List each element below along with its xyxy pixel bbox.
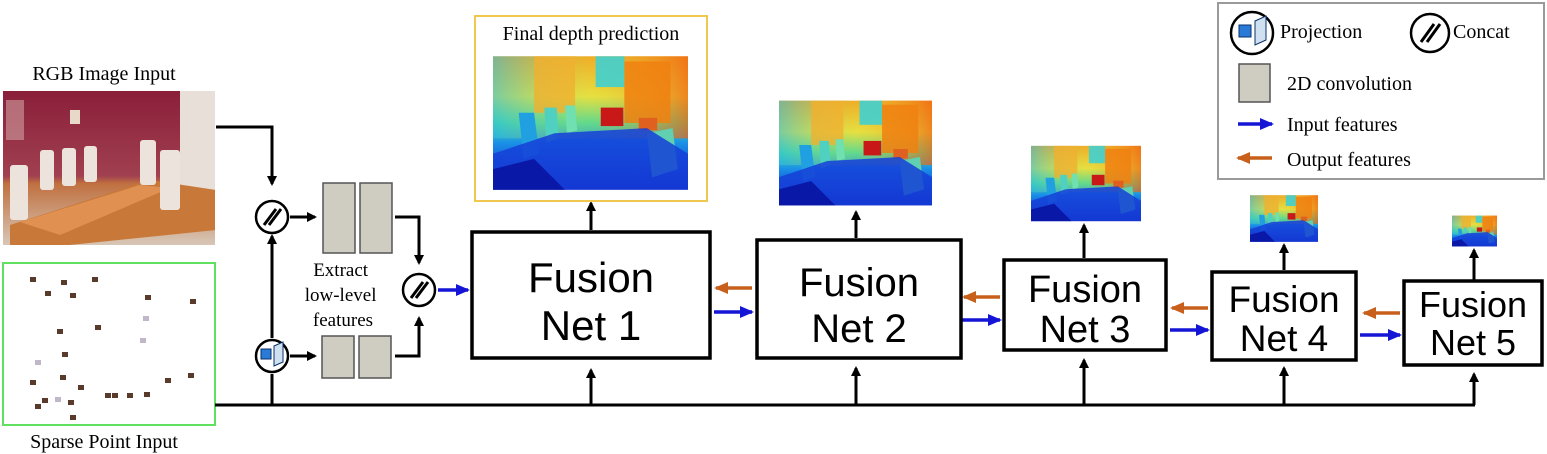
legend: Projection Concat 2D convolution Input f…: [1217, 2, 1545, 180]
rgb-input-label: RGB Image Input: [32, 63, 176, 85]
fusion-net-3-line2: Net 3: [1040, 309, 1131, 351]
fusion-net-2-line1: Fusion: [799, 261, 919, 305]
conv-blocks: [321, 182, 393, 379]
concat-icon: [1409, 12, 1451, 54]
fusion-net-2: Fusion Net 2: [755, 238, 963, 360]
output-feature-arrows: [714, 282, 1400, 319]
fusion-net-5: Fusion Net 5: [1402, 279, 1544, 367]
fusion-net-5-line1: Fusion: [1419, 284, 1527, 325]
projection-icon: [254, 338, 290, 374]
fusion-net-5-line2: Net 5: [1430, 322, 1516, 363]
conv-icon: [1238, 63, 1271, 103]
extract-label-line3: features: [313, 310, 373, 331]
extract-label-line2: low-level: [305, 285, 377, 306]
fusion-net-3-line1: Fusion: [1028, 269, 1142, 311]
fusion-net-2-line2: Net 2: [811, 307, 907, 351]
depth-output-2: [779, 100, 932, 206]
fusion-net-1-line2: Net 1: [541, 302, 641, 349]
depth-output-5: [1452, 215, 1497, 247]
rgb-image: [1, 89, 217, 247]
depth-output-3: [1031, 145, 1141, 222]
extract-label-line1: Extract: [313, 260, 369, 281]
concat-icon: [401, 272, 437, 308]
legend-output-label: Output features: [1287, 149, 1411, 171]
input-feature-arrows: [438, 284, 1402, 341]
legend-conv-label: 2D convolution: [1287, 73, 1412, 95]
depth-output-4: [1250, 195, 1318, 242]
connector-lines: [215, 125, 1479, 407]
fusion-net-3: Fusion Net 3: [1002, 258, 1168, 352]
legend-input-label: Input features: [1287, 114, 1398, 136]
projection-icon: [1229, 10, 1275, 56]
sparse-input-label: Sparse Point Input: [30, 431, 178, 453]
sparse-point-image: [2, 262, 216, 426]
fusion-net-1-line1: Fusion: [528, 254, 654, 301]
legend-projection-label: Projection: [1280, 21, 1362, 43]
fusion-net-4-line1: Fusion: [1228, 279, 1339, 320]
fusion-net-4-line2: Net 4: [1240, 318, 1328, 359]
fusion-net-4: Fusion Net 4: [1210, 270, 1358, 362]
final-depth-output: Final depth prediction: [474, 15, 708, 202]
legend-concat-label: Concat: [1453, 21, 1510, 43]
svg-text:Extract low-level feat: Extract low-level features: [305, 260, 382, 331]
concat-icon: [254, 199, 290, 235]
fusion-net-1: Fusion Net 1: [470, 230, 712, 360]
final-depth-label: Final depth prediction: [503, 23, 680, 45]
